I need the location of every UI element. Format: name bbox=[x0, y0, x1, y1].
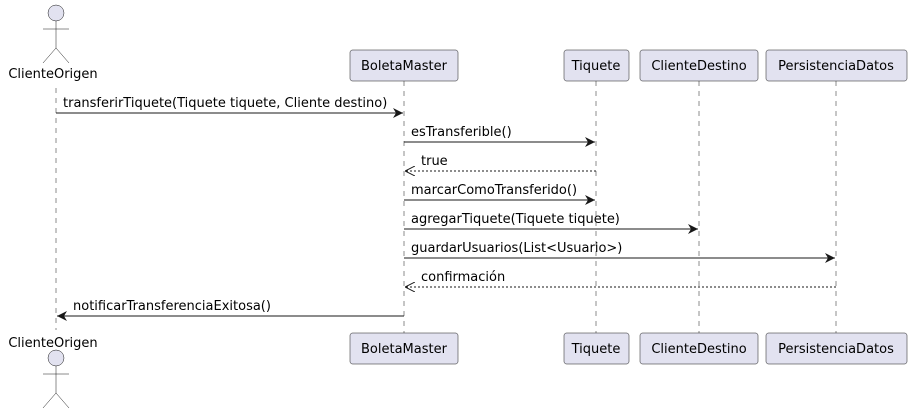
participant-tiquete-bottom: Tiquete bbox=[563, 332, 630, 365]
message-4: marcarComoTransferido() bbox=[404, 183, 595, 205]
participant-label: BoletaMaster bbox=[361, 59, 448, 74]
participant-cliente-destino-bottom: ClienteDestino bbox=[639, 332, 759, 365]
actor-icon bbox=[42, 349, 70, 409]
actor-cliente-origen-bottom: ClienteOrigen bbox=[8, 336, 98, 409]
participant-label: PersistenciaDatos bbox=[778, 342, 894, 357]
message-3: true bbox=[405, 154, 596, 171]
participant-label: Tiquete bbox=[571, 342, 621, 357]
message-label: confirmación bbox=[421, 270, 505, 285]
message-2: esTransferible() bbox=[404, 125, 595, 147]
message-label: esTransferible() bbox=[411, 125, 512, 140]
message-label: notificarTransferenciaExitosa() bbox=[73, 299, 271, 314]
participant-label: ClienteDestino bbox=[651, 59, 746, 74]
participant-label: ClienteDestino bbox=[651, 342, 746, 357]
actor-cliente-origen-top: ClienteOrigen bbox=[8, 4, 98, 82]
participant-persistencia-bottom: PersistenciaDatos bbox=[765, 332, 908, 365]
message-5: agregarTiquete(Tiquete tiquete) bbox=[404, 212, 698, 234]
actor-label: ClienteOrigen bbox=[8, 336, 97, 351]
message-label: agregarTiquete(Tiquete tiquete) bbox=[411, 212, 620, 227]
message-1: transferirTiquete(Tiquete tiquete, Clien… bbox=[56, 96, 403, 118]
participant-label: BoletaMaster bbox=[361, 342, 448, 357]
message-label: true bbox=[421, 154, 448, 169]
message-7: confirmación bbox=[405, 270, 836, 287]
participant-label: Tiquete bbox=[571, 59, 621, 74]
participant-tiquete-top: Tiquete bbox=[563, 49, 630, 82]
participant-persistencia-top: PersistenciaDatos bbox=[765, 49, 908, 82]
participant-boleta-master-top: BoletaMaster bbox=[349, 49, 459, 82]
actor-icon bbox=[42, 4, 70, 64]
message-8: notificarTransferenciaExitosa() bbox=[57, 299, 404, 321]
message-label: marcarComoTransferido() bbox=[411, 183, 577, 198]
message-6: guardarUsuarios(List<Usuario>) bbox=[404, 241, 835, 263]
actor-label: ClienteOrigen bbox=[8, 67, 97, 82]
participant-cliente-destino-top: ClienteDestino bbox=[639, 49, 759, 82]
participant-label: PersistenciaDatos bbox=[778, 59, 894, 74]
message-label: transferirTiquete(Tiquete tiquete, Clien… bbox=[63, 96, 387, 111]
participant-boleta-master-bottom: BoletaMaster bbox=[349, 332, 459, 365]
message-label: guardarUsuarios(List<Usuario>) bbox=[411, 241, 622, 256]
